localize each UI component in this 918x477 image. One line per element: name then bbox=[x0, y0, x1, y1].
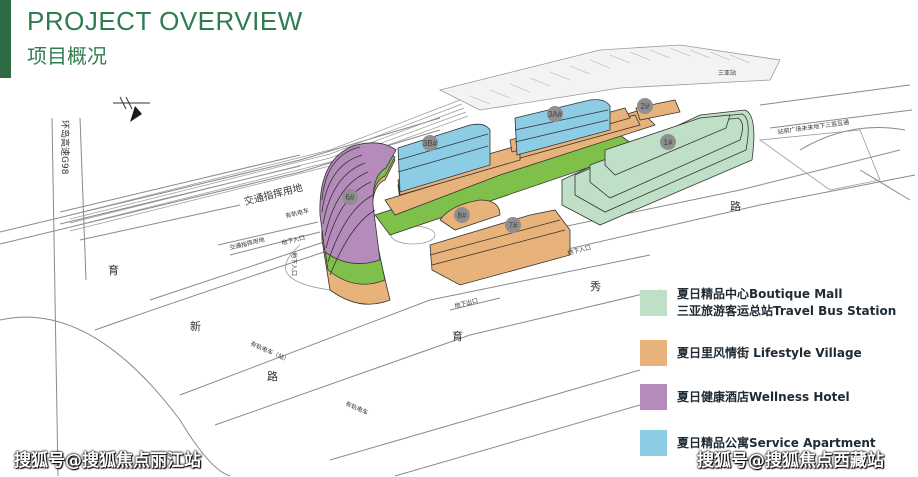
label-station: 三亚站 bbox=[718, 69, 736, 77]
building-label-1: 1# bbox=[664, 138, 673, 147]
label-rail-1: 有轨电车 bbox=[285, 206, 310, 220]
label-expressway: 环岛高速G98 bbox=[59, 120, 71, 175]
page-title: PROJECT OVERVIEW bbox=[27, 6, 303, 36]
legend-item-lifestyle-village: 夏日里风情街 Lifestyle Village bbox=[640, 340, 862, 366]
building-2-block bbox=[635, 99, 681, 121]
building-label-2: 2# bbox=[641, 102, 650, 111]
building-label-3a: 3A# bbox=[548, 110, 563, 119]
label-underground-entrance-1: 地下入口 bbox=[281, 233, 306, 247]
building-label-6: 6# bbox=[346, 193, 355, 202]
legend-label-service-apartment: 夏日精品公寓Service Apartment bbox=[677, 435, 876, 450]
legend-label-wellness-hotel: 夏日健康酒店Wellness Hotel bbox=[677, 389, 850, 404]
watermark-right: 搜狐号@搜狐焦点西藏站 bbox=[697, 451, 884, 471]
railway-tracks bbox=[69, 99, 469, 232]
building-label-3b: 3B# bbox=[423, 139, 438, 148]
label-rail-3: 有轨电车 bbox=[344, 400, 369, 417]
label-road-yu-2: 育 bbox=[452, 329, 463, 343]
label-road-lu-1: 路 bbox=[267, 370, 278, 383]
north-arrow-icon bbox=[113, 96, 150, 122]
legend-item-service-apartment: 夏日精品公寓Service Apartment bbox=[640, 430, 876, 456]
legend-item-wellness-hotel: 夏日健康酒店Wellness Hotel bbox=[640, 384, 850, 410]
label-underground-entrance-2: 地下入口 bbox=[290, 252, 298, 276]
service-apartment-buildings bbox=[397, 99, 611, 193]
label-road-xiu: 秀 bbox=[590, 280, 601, 293]
label-road-yu-1: 育 bbox=[108, 263, 119, 277]
label-rail-2: 有轨电车（站） bbox=[249, 340, 291, 364]
watermark-left: 搜狐号@搜狐焦点丽江站 bbox=[14, 451, 201, 471]
building-3b-block bbox=[397, 123, 491, 193]
building-3a-block bbox=[514, 99, 611, 156]
label-road-xin: 新 bbox=[190, 319, 201, 333]
header-accent-bar bbox=[0, 0, 11, 78]
building-number-badges: 6# 3B# 3A# 2# 1# 7# 8# bbox=[342, 98, 676, 233]
label-road-lu-2: 路 bbox=[730, 200, 741, 213]
label-traffic-land: 交通指挥用地 bbox=[243, 181, 304, 208]
legend-swatch-lifestyle-village bbox=[640, 340, 667, 366]
legend-label-boutique-mall: 夏日精品中心Boutique Mall bbox=[677, 287, 843, 301]
page-subtitle: 项目概况 bbox=[27, 44, 107, 68]
legend-swatch-wellness-hotel bbox=[640, 384, 667, 410]
label-underground-exit: 地下出口 bbox=[454, 296, 479, 310]
legend-label-lifestyle-village: 夏日里风情街 Lifestyle Village bbox=[677, 345, 862, 360]
legend-item-boutique-mall: 夏日精品中心Boutique Mall 三亚旅游客运总站Travel Bus S… bbox=[640, 286, 896, 320]
legend-swatch-boutique-mall bbox=[640, 290, 667, 316]
legend-label-bus-station: 三亚旅游客运总站Travel Bus Station bbox=[677, 304, 897, 318]
building-label-8: 8# bbox=[458, 211, 467, 220]
building-label-7: 7# bbox=[509, 221, 518, 230]
wellness-hotel-building bbox=[319, 142, 397, 305]
legend-swatch-service-apartment bbox=[640, 430, 667, 456]
railway-station-canopy bbox=[438, 44, 781, 111]
